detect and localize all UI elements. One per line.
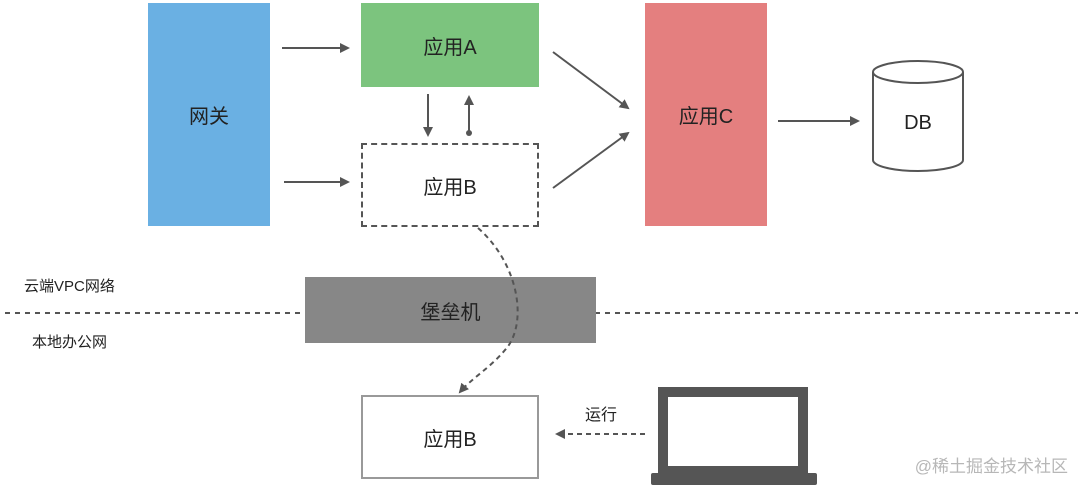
cloud-zone-label: 云端VPC网络: [24, 278, 115, 295]
app-a-label: 应用A: [423, 36, 477, 59]
bastion-label: 堡垒机: [420, 301, 481, 324]
db-label: DB: [904, 112, 932, 134]
edge-app-b-to-app-c: [552, 131, 630, 189]
app-b-local-label: 应用B: [423, 428, 477, 451]
app-b-cloud-node: 应用B: [361, 143, 539, 227]
run-edge-label: 运行: [585, 407, 618, 424]
edge-app-a-to-app-c: [552, 51, 630, 110]
edge-app-b-to-app-a-start-dot: [466, 130, 472, 136]
office-zone-label: 本地办公网: [32, 334, 108, 351]
laptop-icon: [651, 387, 817, 485]
bastion-node: 堡垒机: [305, 277, 596, 343]
db-cylinder-icon: [872, 60, 964, 172]
gateway-node: 网关: [148, 3, 270, 226]
gateway-label: 网关: [189, 106, 229, 128]
app-c-node: 应用C: [645, 3, 767, 226]
watermark-text: @稀土掘金技术社区: [914, 457, 1068, 476]
app-a-node: 应用A: [361, 3, 539, 87]
app-b-cloud-label: 应用B: [423, 176, 477, 199]
app-b-local-node: 应用B: [361, 395, 539, 479]
app-c-label: 应用C: [678, 106, 734, 128]
